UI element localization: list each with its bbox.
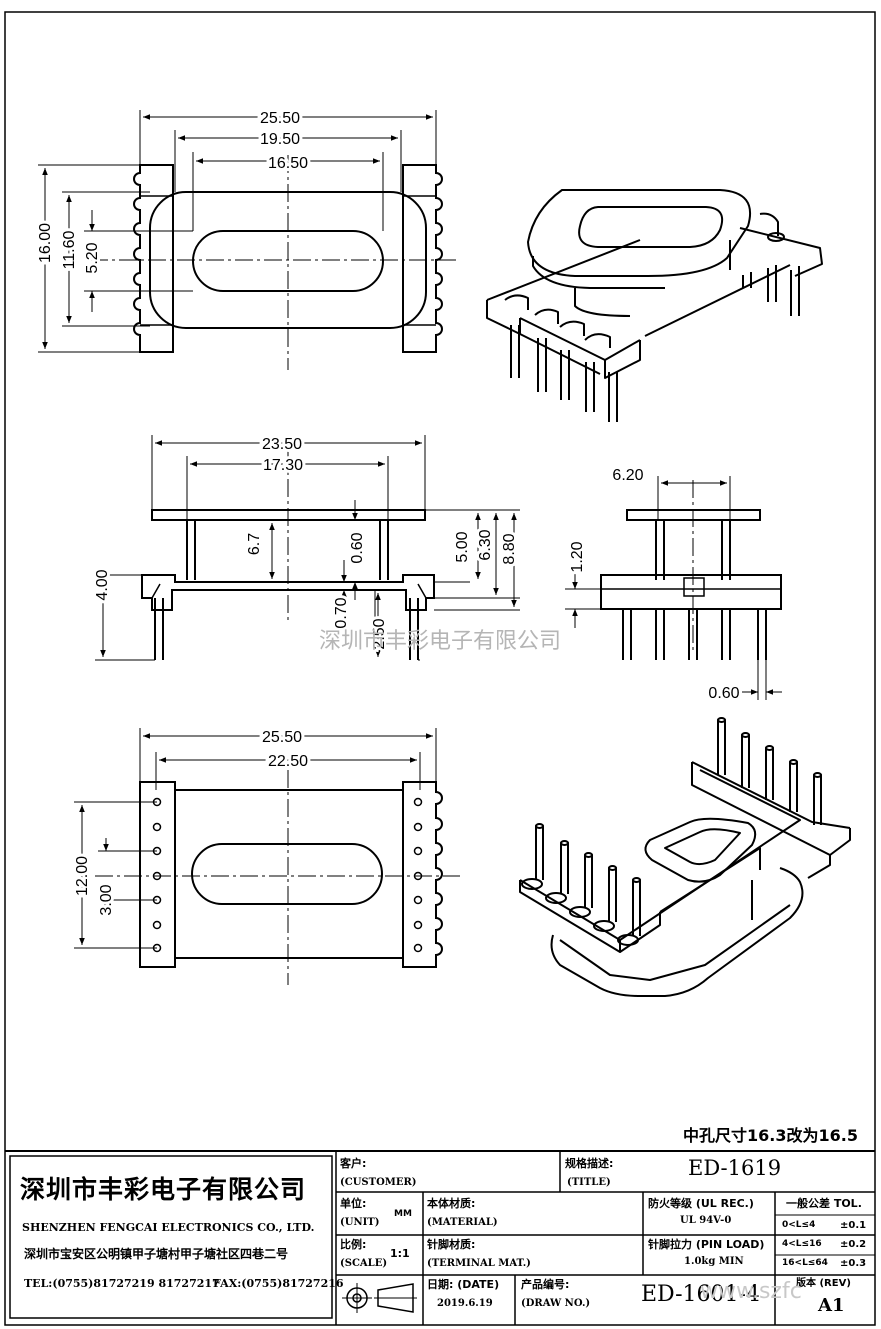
dim-bottom-inner: 22.50 [268, 753, 308, 770]
top-view [90, 155, 460, 370]
watermark: 深圳市丰彩电子有限公司 [319, 629, 561, 654]
title-label: 规格描述: [565, 1157, 614, 1170]
unit-label-en: (UNIT) [340, 1217, 380, 1228]
scale-value: 1:1 [390, 1247, 410, 1260]
tolerance-value-3: ±0.3 [840, 1258, 867, 1269]
pin-load-label: 针脚拉力 (PIN LOAD) [648, 1238, 765, 1251]
company-name-en: SHENZHEN FENGCAI ELECTRONICS CO., LTD. [22, 1221, 315, 1234]
title-block-frame [5, 1150, 875, 1325]
bottom-view-left-flange [139, 781, 176, 968]
company-tel: TEL:(0755)81727219 81727217 [24, 1277, 220, 1290]
draw-number-label: 产品编号: [521, 1278, 570, 1291]
dim-side-4-00: 4.00 [94, 569, 111, 600]
material-label-en: (MATERIAL) [427, 1217, 498, 1228]
company-name-cn: 深圳市丰彩电子有限公司 [20, 1175, 307, 1204]
tolerance-range-2: 4<L≤16 [782, 1239, 822, 1249]
dim-end-0-60: 0.60 [708, 685, 739, 702]
dim-top-height: 16.00 [37, 223, 54, 263]
bottom-view-right-flange [402, 781, 443, 968]
tolerance-range-1: 0<L≤4 [782, 1220, 816, 1230]
tolerance-range-3: 16<L≤64 [782, 1258, 828, 1268]
bottom-view-center-hole [191, 843, 383, 905]
dim-end-1-20: 1.20 [569, 541, 586, 572]
pin-load-value: 1.0kg MIN [684, 1256, 744, 1267]
material-label: 本体材质: [427, 1197, 476, 1210]
customer-label: 客户: [340, 1157, 367, 1170]
dim-bottom-3-00: 3.00 [98, 884, 115, 915]
dim-side-2-50: 2.50 [371, 618, 388, 649]
dim-bottom-width: 25.50 [262, 729, 302, 746]
dim-side-6-30: 6.30 [477, 529, 494, 560]
dim-side-width: 23.50 [262, 436, 302, 453]
draw-number-label-en: (DRAW NO.) [521, 1298, 591, 1309]
date-label: 日期: (DATE) [427, 1278, 500, 1291]
top-view-dimensions [38, 110, 437, 353]
terminal-material-label: 针脚材质: [427, 1238, 476, 1251]
dim-end-6-20: 6.20 [612, 467, 643, 484]
dim-side-inner: 17.30 [263, 457, 303, 474]
side-view-dimension-labels: 23.50 17.30 6.7 0.60 5.00 6.30 8.80 4.00… [91, 433, 521, 653]
terminal-material-label-en: (TERMINAL MAT.) [427, 1258, 531, 1269]
tolerance-value-1: ±0.1 [840, 1220, 867, 1231]
dim-top-height-inner: 11.60 [61, 230, 78, 269]
dim-side-6-7: 6.7 [246, 533, 263, 555]
scale-label-en: (SCALE) [340, 1258, 388, 1269]
end-view [600, 480, 782, 660]
tolerance-value-2: ±0.2 [840, 1239, 867, 1250]
revision-note: 中孔尺寸16.3改为16.5 [683, 1126, 858, 1145]
dim-side-0-60: 0.60 [349, 532, 366, 563]
top-view-right-flange [402, 164, 443, 353]
dim-side-5-00: 5.00 [454, 531, 471, 562]
side-view [141, 450, 435, 660]
end-view-dimension-labels: 6.20 1.20 0.60 [566, 464, 743, 705]
date-value: 2019.6.19 [437, 1298, 493, 1309]
revision-label: 版本 (REV) [796, 1278, 851, 1289]
dim-top-hole: 5.20 [84, 242, 101, 273]
flame-rating-label: 防火等级 (UL REC.) [648, 1197, 754, 1210]
title-value: ED-1619 [688, 1156, 782, 1180]
end-view-base [600, 574, 782, 610]
customer-label-en: (CUSTOMER) [340, 1177, 417, 1188]
draw-number-value: ED-1601-4 [641, 1282, 760, 1307]
dim-bottom-12-00: 12.00 [74, 856, 91, 896]
bottom-view-dimensions [74, 728, 437, 949]
top-view-dimension-labels: 25.50 19.50 16.50 16.00 11.60 5.20 [34, 107, 311, 277]
end-view-dimensions [565, 476, 782, 700]
flame-rating-value: UL 94V-0 [680, 1215, 732, 1226]
scale-label: 比例: [340, 1238, 367, 1251]
website-watermark: www.szfc [700, 1279, 802, 1304]
isometric-view-top [486, 189, 823, 422]
top-view-left-flange [133, 164, 174, 353]
company-address: 深圳市宝安区公明镇甲子塘村甲子塘社区四巷二号 [24, 1247, 289, 1261]
dim-top-inner: 19.50 [260, 131, 300, 148]
dim-top-window: 16.50 [268, 155, 308, 172]
sheet-border [4, 11, 876, 1326]
side-view-base [141, 574, 435, 611]
projection-symbol [342, 1283, 417, 1313]
unit-value: MM [394, 1209, 412, 1219]
dim-side-8-80: 8.80 [501, 533, 518, 564]
tolerance-header: 一般公差 TOL. [786, 1197, 862, 1210]
revision-value: A1 [818, 1295, 845, 1316]
bottom-view-dimension-labels: 25.50 22.50 12.00 3.00 [71, 726, 311, 919]
company-fax: FAX:(0755)81727216 [213, 1277, 344, 1290]
side-view-dimensions [95, 435, 520, 661]
dim-top-width: 25.50 [260, 110, 300, 127]
dim-side-0-70: 0.70 [333, 597, 350, 628]
isometric-view-bottom [519, 717, 851, 997]
unit-label: 单位: [340, 1197, 367, 1210]
title-label-en: (TITLE) [567, 1177, 611, 1188]
